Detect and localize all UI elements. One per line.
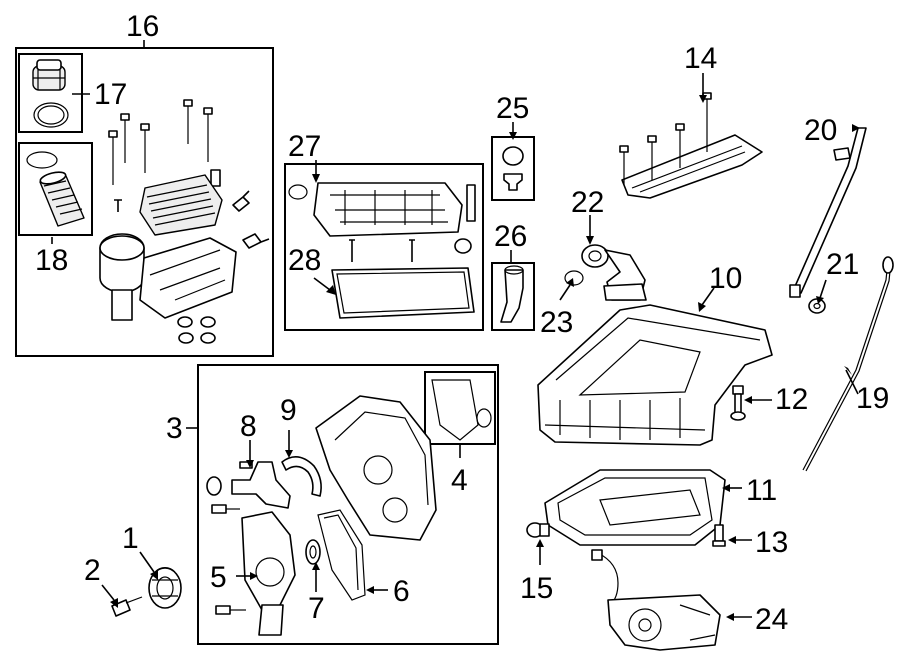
- oil-pump-part: [591, 549, 721, 651]
- callout-18: 18: [35, 244, 68, 277]
- seal-7-part: [305, 539, 321, 565]
- callout-27: 27: [288, 130, 321, 163]
- callout-21: 21: [826, 248, 859, 281]
- callout-1: 1: [122, 522, 139, 555]
- callout-13: 13: [755, 526, 788, 559]
- dipstick-tube-part: [789, 127, 867, 314]
- callout-17: 17: [94, 78, 127, 111]
- callout-6: 6: [393, 575, 410, 608]
- valve-cover-part: [288, 182, 476, 319]
- callout-15: 15: [520, 572, 553, 605]
- callout-11: 11: [746, 474, 777, 507]
- box-oil-filter-cap: [18, 53, 83, 133]
- callout-20: 20: [804, 114, 837, 147]
- box-valve-cover: [284, 163, 484, 331]
- leader-lines: [51, 40, 860, 621]
- oil-filter-adapter-part: [99, 99, 270, 344]
- callout-25: 25: [496, 92, 529, 125]
- callout-7: 7: [308, 592, 325, 625]
- windage-tray-part: [619, 92, 763, 199]
- drain-plug-part: [526, 522, 550, 538]
- crank-bolt-part: [111, 596, 143, 617]
- bolt-part-12: [730, 385, 746, 421]
- callout-5: 5: [210, 561, 227, 594]
- callout-2: 2: [84, 554, 101, 587]
- callout-24: 24: [755, 603, 788, 636]
- gasket-4-part: [431, 379, 492, 441]
- hose-9-part: [281, 456, 322, 497]
- callout-22: 22: [571, 186, 604, 219]
- callout-4: 4: [451, 464, 468, 497]
- gasket-6-part: [317, 509, 366, 601]
- callout-labels: 16 17 18 27 28 25 26 22 23 14 10 12 11 1…: [35, 10, 889, 636]
- water-pump-part: [211, 504, 296, 636]
- oil-filter-cap-part: [32, 59, 69, 128]
- callout-3: 3: [166, 412, 183, 445]
- box-fill-tube: [491, 262, 535, 331]
- timing-cover-part: [315, 395, 437, 541]
- oil-fill-cap-part: [502, 146, 524, 191]
- lower-oil-pan-part: [544, 469, 726, 546]
- oil-fill-tube-part: [500, 265, 524, 323]
- box-gasket-4: [424, 371, 496, 445]
- callout-8: 8: [240, 410, 257, 443]
- callout-10: 10: [709, 262, 742, 295]
- callout-23: 23: [540, 306, 573, 339]
- callout-9: 9: [280, 394, 297, 427]
- callout-28: 28: [288, 244, 321, 277]
- box-oil-filter-element: [18, 142, 93, 236]
- upper-oil-pan-part: [537, 304, 773, 446]
- box-timing-cover: [197, 364, 499, 645]
- callout-16: 16: [126, 10, 159, 43]
- callout-19: 19: [856, 382, 889, 415]
- thermostat-housing-part: [206, 461, 291, 509]
- oil-filter-element-part: [26, 151, 85, 227]
- dipstick-part: [802, 256, 894, 472]
- callout-26: 26: [494, 220, 527, 253]
- callout-12: 12: [775, 383, 808, 416]
- callout-14: 14: [684, 42, 717, 75]
- oil-pickup-tube-part: [564, 244, 647, 301]
- bolt-part-13: [712, 524, 726, 547]
